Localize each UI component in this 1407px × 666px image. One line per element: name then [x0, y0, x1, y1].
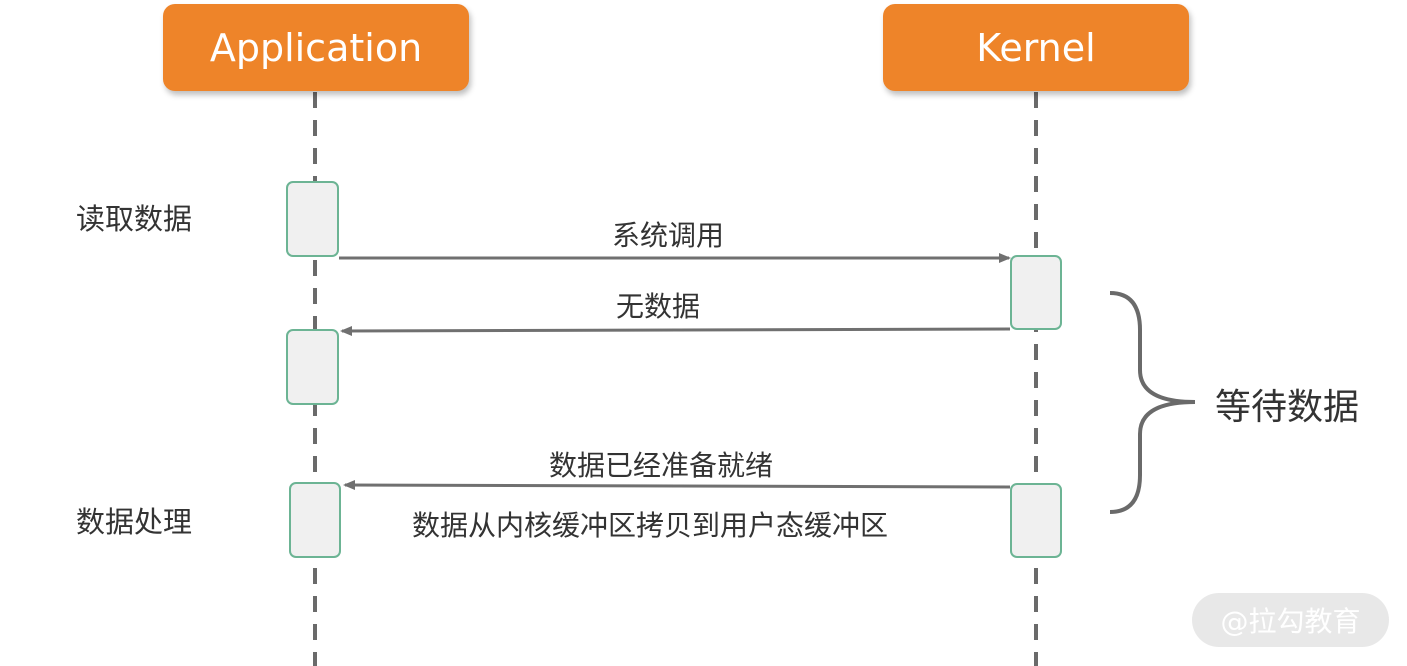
kernel-actor-label: Kernel — [976, 25, 1096, 70]
application-actor-box: Application — [163, 4, 469, 91]
activation-app-process — [289, 482, 341, 558]
activation-app-read — [286, 181, 339, 257]
activation-kernel-check — [1010, 255, 1062, 330]
watermark-text: @拉勾教育 — [1220, 605, 1361, 638]
watermark-badge: @拉勾教育 — [1192, 593, 1389, 647]
read-data-label: 读取数据 — [76, 202, 193, 236]
system-call-label: 系统调用 — [612, 219, 725, 252]
data-ready-label: 数据已经准备就绪 — [549, 449, 774, 482]
data-ready-arrow — [343, 480, 1011, 491]
application-actor-label: Application — [209, 25, 423, 70]
wait-brace — [1109, 291, 1196, 514]
no-data-arrow — [340, 325, 1011, 336]
activation-kernel-ready — [1010, 483, 1062, 558]
activation-app-retry — [286, 329, 339, 405]
wait-data-label: 等待数据 — [1215, 387, 1360, 428]
process-data-label: 数据处理 — [76, 505, 193, 539]
kernel-actor-box: Kernel — [883, 4, 1189, 91]
copy-data-label: 数据从内核缓冲区拷贝到用户态缓冲区 — [412, 509, 889, 542]
no-data-label: 无数据 — [616, 290, 701, 323]
